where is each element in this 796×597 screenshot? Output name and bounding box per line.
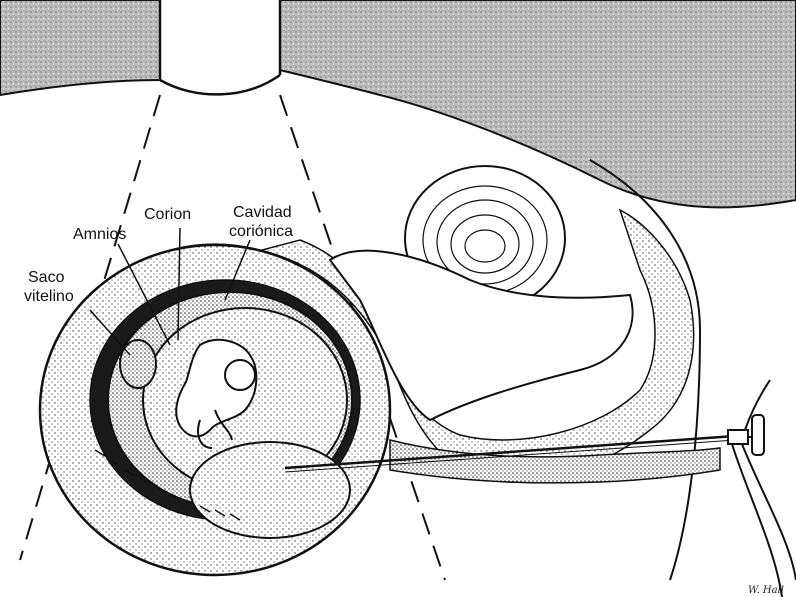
artist-signature: W. Hall (748, 585, 784, 596)
label-cavidad-line2: coriónica (229, 222, 293, 241)
label-cavidad-line1: Cavidad (233, 203, 292, 222)
label-amnios: Amnios (73, 225, 126, 244)
yolk-sac (120, 340, 156, 388)
abdominal-wall (0, 0, 796, 207)
placenta-region (190, 442, 350, 538)
ultrasound-transducer-icon (160, 0, 280, 95)
label-saco-line2: vitelino (24, 287, 74, 306)
label-saco-line1: Saco (28, 268, 64, 287)
label-corion: Corion (144, 205, 191, 224)
catheter-tubing (732, 380, 796, 597)
